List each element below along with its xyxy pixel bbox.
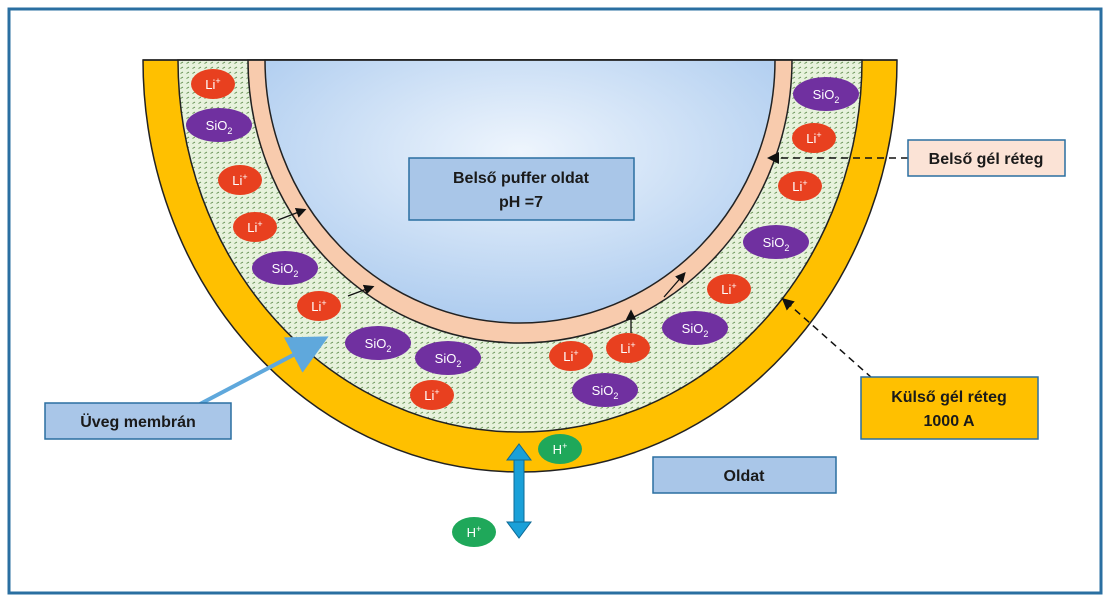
svg-text:Li+: Li+ xyxy=(311,298,326,314)
sio2-subscript: 2 xyxy=(293,269,298,279)
sio2-subscript: 2 xyxy=(386,344,391,354)
inner-solution-label: Belső puffer oldat pH =7 xyxy=(408,157,635,221)
sio2-symbol: SiO xyxy=(682,321,704,336)
svg-text:SiO2: SiO2 xyxy=(813,87,840,105)
svg-text:SiO2: SiO2 xyxy=(435,351,462,369)
li-symbol: Li xyxy=(311,299,321,314)
inner-solution-title: Belső puffer oldat xyxy=(453,170,590,187)
sio2-symbol: SiO xyxy=(813,87,835,102)
svg-text:SiO2: SiO2 xyxy=(365,336,392,354)
sio2-subscript: 2 xyxy=(703,329,708,339)
li-charge: + xyxy=(573,348,578,358)
li-charge: + xyxy=(802,178,807,188)
svg-text:Li+: Li+ xyxy=(205,76,220,92)
exchange-arrow xyxy=(506,443,532,539)
inner-gel-label: Belső gél réteg xyxy=(907,139,1066,177)
li-ion: Li+ xyxy=(410,380,454,410)
li-symbol: Li xyxy=(806,131,816,146)
solution-text: Oldat xyxy=(724,468,766,485)
li-charge: + xyxy=(731,281,736,291)
glass-membrane-text: Üveg membrán xyxy=(80,412,196,431)
li-symbol: Li xyxy=(247,220,257,235)
sio2-subscript: 2 xyxy=(227,126,232,136)
li-ion: Li+ xyxy=(218,165,262,195)
svg-text:H+: H+ xyxy=(467,524,482,540)
inner-gel-text: Belső gél réteg xyxy=(929,151,1044,168)
h-ion: H+ xyxy=(538,434,582,464)
li-charge: + xyxy=(434,387,439,397)
migration-arrow xyxy=(277,207,307,221)
li-charge: + xyxy=(321,298,326,308)
sio2-symbol: SiO xyxy=(365,336,387,351)
sio2-molecule: SiO2 xyxy=(345,326,411,360)
sio2-molecule: SiO2 xyxy=(662,311,728,345)
li-symbol: Li xyxy=(205,77,215,92)
li-symbol: Li xyxy=(232,173,242,188)
h-charge: + xyxy=(562,441,567,451)
sio2-subscript: 2 xyxy=(834,95,839,105)
outer-gel-label: Külső gél réteg 1000 A xyxy=(860,376,1039,440)
li-ion: Li+ xyxy=(707,274,751,304)
h-symbol: H xyxy=(553,442,562,457)
sio2-molecule: SiO2 xyxy=(743,225,809,259)
li-symbol: Li xyxy=(792,179,802,194)
outer-gel-thickness: 1000 A xyxy=(924,413,975,430)
li-symbol: Li xyxy=(563,349,573,364)
sio2-molecule: SiO2 xyxy=(572,373,638,407)
li-ion: Li+ xyxy=(606,333,650,363)
li-charge: + xyxy=(257,219,262,229)
inner-solution-ph: pH =7 xyxy=(499,194,543,211)
svg-text:Li+: Li+ xyxy=(721,281,736,297)
h-symbol: H xyxy=(467,525,476,540)
migration-arrow xyxy=(347,284,375,297)
h-charge: + xyxy=(476,524,481,534)
li-charge: + xyxy=(816,130,821,140)
svg-text:SiO2: SiO2 xyxy=(206,118,233,136)
svg-text:Li+: Li+ xyxy=(620,340,635,356)
sio2-molecule: SiO2 xyxy=(415,341,481,375)
glass-membrane-label: Üveg membrán xyxy=(44,402,232,440)
sio2-symbol: SiO xyxy=(763,235,785,250)
sio2-symbol: SiO xyxy=(206,118,228,133)
membrane-pointer xyxy=(199,336,329,406)
svg-text:SiO2: SiO2 xyxy=(592,383,619,401)
svg-text:Li+: Li+ xyxy=(563,348,578,364)
li-ion: Li+ xyxy=(778,171,822,201)
svg-text:Li+: Li+ xyxy=(247,219,262,235)
sio2-subscript: 2 xyxy=(613,391,618,401)
solution-label: Oldat xyxy=(652,456,837,494)
outer-gel-title: Külső gél réteg xyxy=(891,389,1007,406)
sio2-subscript: 2 xyxy=(456,359,461,369)
svg-text:Li+: Li+ xyxy=(424,387,439,403)
li-ion: Li+ xyxy=(549,341,593,371)
sio2-symbol: SiO xyxy=(272,261,294,276)
svg-text:SiO2: SiO2 xyxy=(763,235,790,253)
svg-text:Li+: Li+ xyxy=(792,178,807,194)
sio2-molecule: SiO2 xyxy=(186,108,252,142)
svg-text:H+: H+ xyxy=(553,441,568,457)
li-symbol: Li xyxy=(620,341,630,356)
sio2-subscript: 2 xyxy=(784,243,789,253)
outer-gel-pointer xyxy=(781,298,873,379)
sio2-molecule: SiO2 xyxy=(252,251,318,285)
li-ion: Li+ xyxy=(297,291,341,321)
sio2-molecule: SiO2 xyxy=(793,77,859,111)
svg-text:SiO2: SiO2 xyxy=(272,261,299,279)
li-ion: Li+ xyxy=(233,212,277,242)
h-ion: H+ xyxy=(452,517,496,547)
li-symbol: Li xyxy=(721,282,731,297)
sio2-symbol: SiO xyxy=(435,351,457,366)
svg-text:SiO2: SiO2 xyxy=(682,321,709,339)
li-ion: Li+ xyxy=(191,69,235,99)
migration-arrow xyxy=(663,272,686,298)
li-charge: + xyxy=(630,340,635,350)
svg-text:Li+: Li+ xyxy=(806,130,821,146)
li-charge: + xyxy=(242,172,247,182)
sio2-symbol: SiO xyxy=(592,383,614,398)
li-charge: + xyxy=(215,76,220,86)
svg-text:Li+: Li+ xyxy=(232,172,247,188)
li-symbol: Li xyxy=(424,388,434,403)
li-ion: Li+ xyxy=(792,123,836,153)
